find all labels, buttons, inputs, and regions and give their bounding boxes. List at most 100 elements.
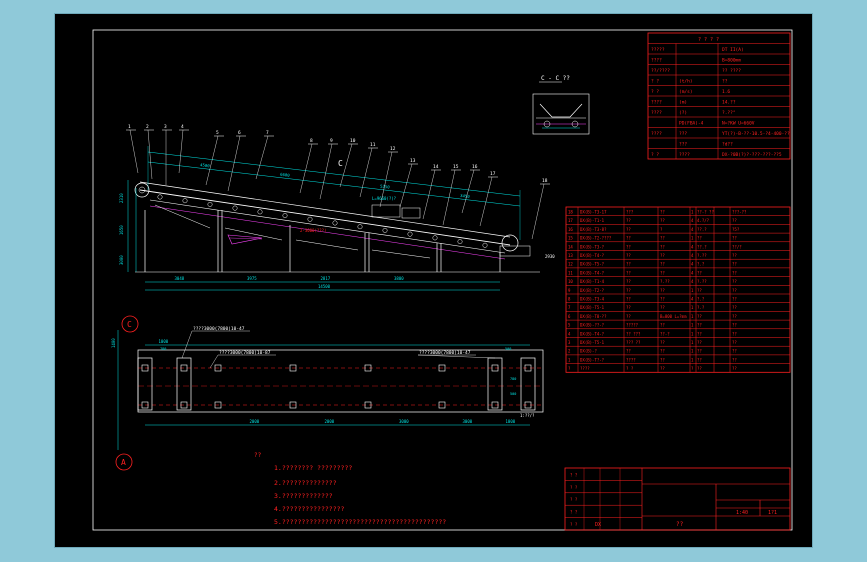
- bom-cell: ??: [660, 262, 665, 267]
- bom-cell: ??: [660, 357, 665, 362]
- bom-cell: 1: [691, 236, 694, 241]
- plan-marker-top: C: [127, 320, 132, 329]
- spec-value: YT(?)-B-??-10.5-?4-400-??: [722, 131, 790, 137]
- bom-cell: 5: [568, 323, 571, 328]
- bom-header-cell: ??: [732, 366, 737, 371]
- plan-side-dim: 1400: [111, 338, 116, 348]
- bom-cell: ??: [697, 349, 702, 354]
- bom-cell: ??: [732, 279, 737, 284]
- bom-cell: ??: [732, 305, 737, 310]
- spec-value: 14.??: [722, 100, 736, 106]
- part-balloon: 13: [410, 158, 416, 164]
- spec-unit: (m/s): [679, 89, 693, 95]
- bom-cell: ??: [697, 288, 702, 293]
- title-block: ? ?? ?? ?? ?? ? ?? 1:40 1?1 DX: [564, 467, 791, 531]
- spec-table: ? ? ? ??????DT II(A)????B=800mm??/??????…: [647, 32, 791, 160]
- note-2: 2.??????????????: [274, 479, 337, 487]
- title-row-label: ? ?: [570, 485, 578, 490]
- anchor-bolt: [364, 401, 372, 409]
- section-marker-c: C: [338, 159, 343, 168]
- bom-cell: 13: [568, 253, 573, 258]
- bom-cell: DX(B)-T3-4: [580, 297, 605, 302]
- note-5: 5.??????????????????????????????????????…: [274, 518, 446, 526]
- bom-cell: ??.?: [697, 227, 707, 232]
- vertical-dim: 1650: [119, 225, 124, 235]
- section-view: C - C ??: [532, 75, 590, 135]
- spec-value: ?d??: [722, 142, 733, 148]
- bom-cell: ??: [626, 253, 631, 258]
- bom-cell: 1: [691, 349, 694, 354]
- part-balloon: 17: [490, 171, 496, 177]
- bom-cell: DX(B)-T4-?: [580, 331, 605, 336]
- bom-cell: ??: [626, 297, 631, 302]
- plan-small-dim: 500: [510, 392, 516, 396]
- spec-unit: (t/h): [679, 79, 693, 85]
- bom-cell: 4: [691, 227, 694, 232]
- plan-dim: 3000: [463, 419, 473, 424]
- bom-cell: 9: [568, 288, 571, 293]
- spec-value: 1.6: [722, 89, 730, 95]
- bom-cell: ???-??: [732, 210, 747, 215]
- bom-cell: 6: [568, 314, 571, 319]
- part-balloon: 18: [542, 178, 548, 184]
- part-balloon: 4: [181, 124, 184, 130]
- title-row-label: ? ?: [570, 522, 578, 527]
- bom-cell: ??: [660, 210, 665, 215]
- part-balloon: 15: [453, 164, 459, 170]
- bom-cell: 4.?/?: [697, 218, 710, 223]
- plan-dim: 2000: [325, 419, 335, 424]
- bom-cell: ?5?: [732, 227, 740, 232]
- part-balloon: 6: [238, 130, 241, 136]
- notes-title: ??: [254, 452, 262, 459]
- bom-cell: DX(B)-T1-1: [580, 218, 605, 223]
- spec-key: ????: [651, 100, 662, 106]
- bom-cell: DX(B)-T3-8?: [580, 227, 607, 232]
- anchor-bolt: [289, 401, 297, 409]
- bom-cell: ?.??: [697, 253, 707, 258]
- bom-cell: ??: [626, 349, 631, 354]
- bom-cell: ?????: [626, 323, 639, 328]
- drawing-viewport[interactable]: [55, 14, 812, 547]
- bom-cell: ??: [697, 314, 702, 319]
- spec-unit: ????: [679, 152, 690, 158]
- bom-cell: ??: [626, 244, 631, 249]
- part-balloon: 12: [390, 146, 396, 152]
- bom-cell: ??: [697, 323, 702, 328]
- title-row-label: ? ?: [570, 510, 578, 515]
- bom-cell: 18: [568, 210, 573, 215]
- bom-cell: ??: [697, 357, 702, 362]
- bom-cell: 1: [691, 340, 694, 345]
- bom-cell: ?: [660, 227, 663, 232]
- bom-cell: DX(B)-T3-?: [580, 244, 605, 249]
- bom-cell: ??: [660, 244, 665, 249]
- bom-cell: ??: [660, 297, 665, 302]
- spec-key: ? ?: [651, 152, 659, 158]
- bom-cell: ??: [626, 279, 631, 284]
- bom-cell: 4: [691, 253, 694, 258]
- bom-cell: 3: [568, 340, 571, 345]
- bom-cell: ??: [660, 288, 665, 293]
- bom-cell: ??/?: [732, 244, 742, 249]
- total-length-dim: 14500: [318, 284, 331, 289]
- spec-key: ? ?: [651, 79, 659, 85]
- spec-key: ????: [651, 58, 662, 64]
- anchor-bolt: [141, 401, 149, 409]
- bom-cell: ??: [732, 262, 737, 267]
- anchor-bolt: [438, 364, 446, 372]
- bom-header-cell: ??: [660, 366, 665, 371]
- bom-cell: ??-? ??: [697, 210, 714, 215]
- spec-key: ?????: [651, 47, 665, 53]
- slope-note: L=9660(?)?: [372, 196, 397, 201]
- plan-dim: 1000: [506, 419, 516, 424]
- bom-cell: 15: [568, 236, 573, 241]
- bom-cell: 8: [568, 297, 571, 302]
- bom-cell: DX(B)-??-?: [580, 323, 605, 328]
- bom-cell: DX(B)-T2-?: [580, 288, 605, 293]
- spec-unit: (m): [679, 100, 687, 106]
- bom-cell: ??: [697, 270, 702, 275]
- bom-cell: ??: [660, 218, 665, 223]
- bom-cell: 4: [691, 270, 694, 275]
- bom-cell: ??: [732, 357, 737, 362]
- bom-cell: ??: [626, 270, 631, 275]
